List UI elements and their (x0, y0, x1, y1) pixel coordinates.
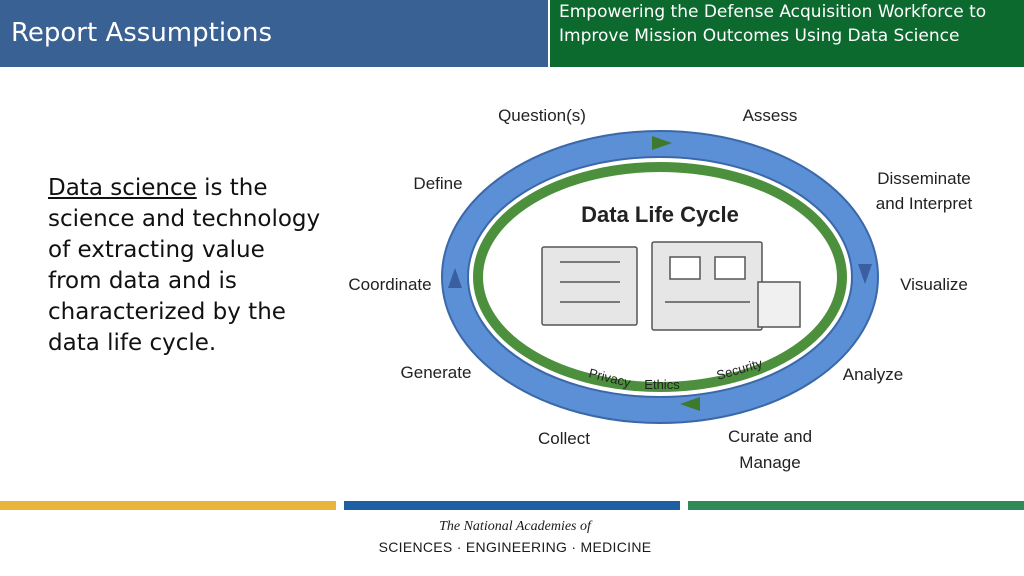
header-subtitle-bar: Empowering the Defense Acquisition Workf… (550, 0, 1024, 67)
stage-disseminate-line2: and Interpret (876, 194, 973, 213)
green-ring (473, 162, 847, 392)
arrow-left-icon (448, 268, 462, 288)
arrow-bottom-icon (680, 397, 700, 411)
arrow-top-icon (652, 136, 672, 150)
national-academies-logo: The National Academies of SCIENCES · ENG… (370, 518, 660, 558)
arrow-right-icon (858, 264, 872, 284)
stage-analyze: Analyze (843, 365, 903, 384)
page-subtitle: Empowering the Defense Acquisition Workf… (559, 2, 987, 46)
stage-generate: Generate (401, 363, 472, 382)
stage-curate-line1: Curate and (728, 427, 812, 446)
logo-line2: SCIENCES · ENGINEERING · MEDICINE (378, 539, 652, 555)
stage-collect: Collect (538, 429, 590, 448)
footer-stripe-blue (344, 501, 680, 510)
office-illustration-icon (541, 241, 801, 331)
stage-curate-line2: Manage (739, 453, 800, 472)
life-cycle-svg: Data Life Cycle Privacy Ethics Security … (348, 106, 973, 472)
definition-text: Data science is the science and technolo… (48, 173, 323, 359)
blue-ring-edge-inner (467, 156, 853, 398)
stage-questions: Question(s) (498, 106, 586, 125)
header-title-bar: Report Assumptions (0, 0, 548, 67)
footer-stripe-green (688, 501, 1024, 510)
stage-coordinate: Coordinate (348, 275, 431, 294)
stage-disseminate-line1: Disseminate (877, 169, 971, 188)
stage-visualize: Visualize (900, 275, 968, 294)
center-title: Data Life Cycle (581, 202, 739, 227)
data-life-cycle-diagram: Data Life Cycle Privacy Ethics Security … (330, 92, 1000, 487)
logo-line1: The National Academies of (439, 519, 591, 534)
definition-body: is the science and technology of extract… (48, 175, 321, 356)
footer-stripe-gold (0, 501, 336, 510)
page-title: Report Assumptions (11, 18, 272, 48)
blue-ring-edge-outer (441, 130, 879, 424)
ring-label-ethics: Ethics (644, 377, 680, 392)
stage-define: Define (413, 174, 462, 193)
stage-assess: Assess (743, 106, 798, 125)
term-data-science: Data science (48, 175, 197, 201)
